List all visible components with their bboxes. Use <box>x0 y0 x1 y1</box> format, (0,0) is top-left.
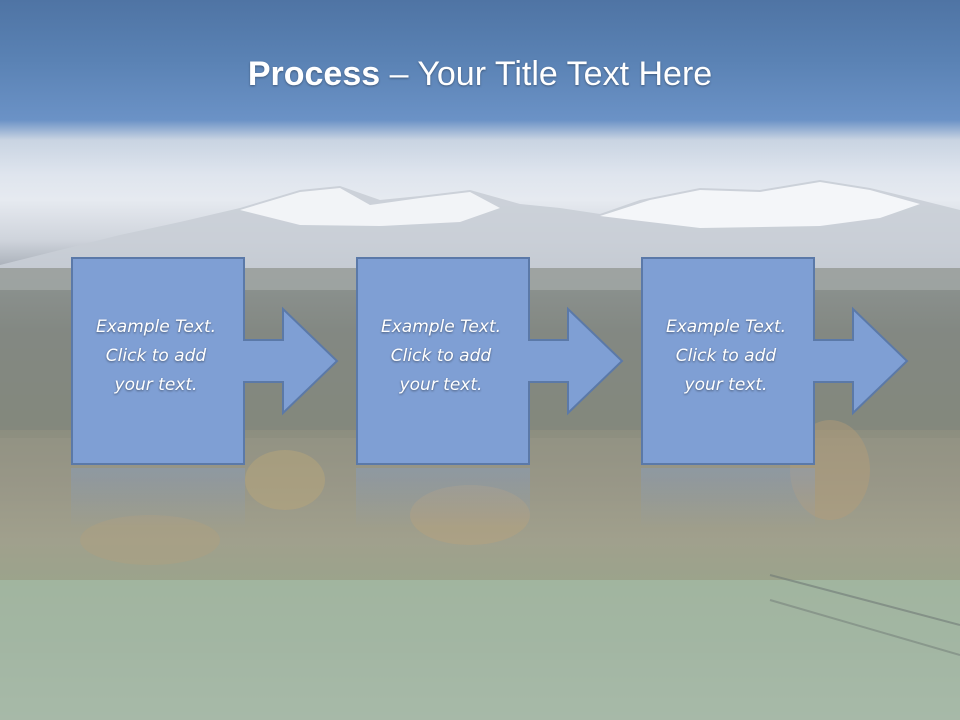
process-step-3[interactable]: Example Text. Click to add your text. <box>641 257 960 467</box>
step-text-line: your text. <box>114 375 198 395</box>
title-bold-word: Process <box>247 55 381 93</box>
step-text-line: Example Text. <box>380 317 502 337</box>
reflection-3 <box>641 468 815 528</box>
step-text-line: your text. <box>684 375 768 395</box>
step-2-text: Example Text. Click to add your text. <box>356 313 526 400</box>
process-step-2[interactable]: Example Text. Click to add your text. <box>356 257 696 467</box>
step-3-text: Example Text. Click to add your text. <box>641 313 811 400</box>
process-step-1[interactable]: Example Text. Click to add your text. <box>71 257 411 467</box>
arrow-callout-shape-3 <box>641 257 909 465</box>
step-text-line: Click to add <box>105 346 207 366</box>
step-text-line: Example Text. <box>665 317 787 337</box>
step-text-line: Example Text. <box>95 317 217 337</box>
arrow-callout-shape-1 <box>71 257 339 465</box>
reflection-2 <box>356 468 530 528</box>
arrow-callout-shape-2 <box>356 257 624 465</box>
slide-title[interactable]: Process – Your Title Text Here <box>0 52 960 96</box>
step-text-line: Click to add <box>390 346 492 366</box>
title-rest-text: – Your Title Text Here <box>380 55 713 93</box>
step-text-line: Click to add <box>675 346 777 366</box>
step-1-text: Example Text. Click to add your text. <box>71 313 241 400</box>
step-text-line: your text. <box>399 375 483 395</box>
reflection-1 <box>71 468 245 528</box>
